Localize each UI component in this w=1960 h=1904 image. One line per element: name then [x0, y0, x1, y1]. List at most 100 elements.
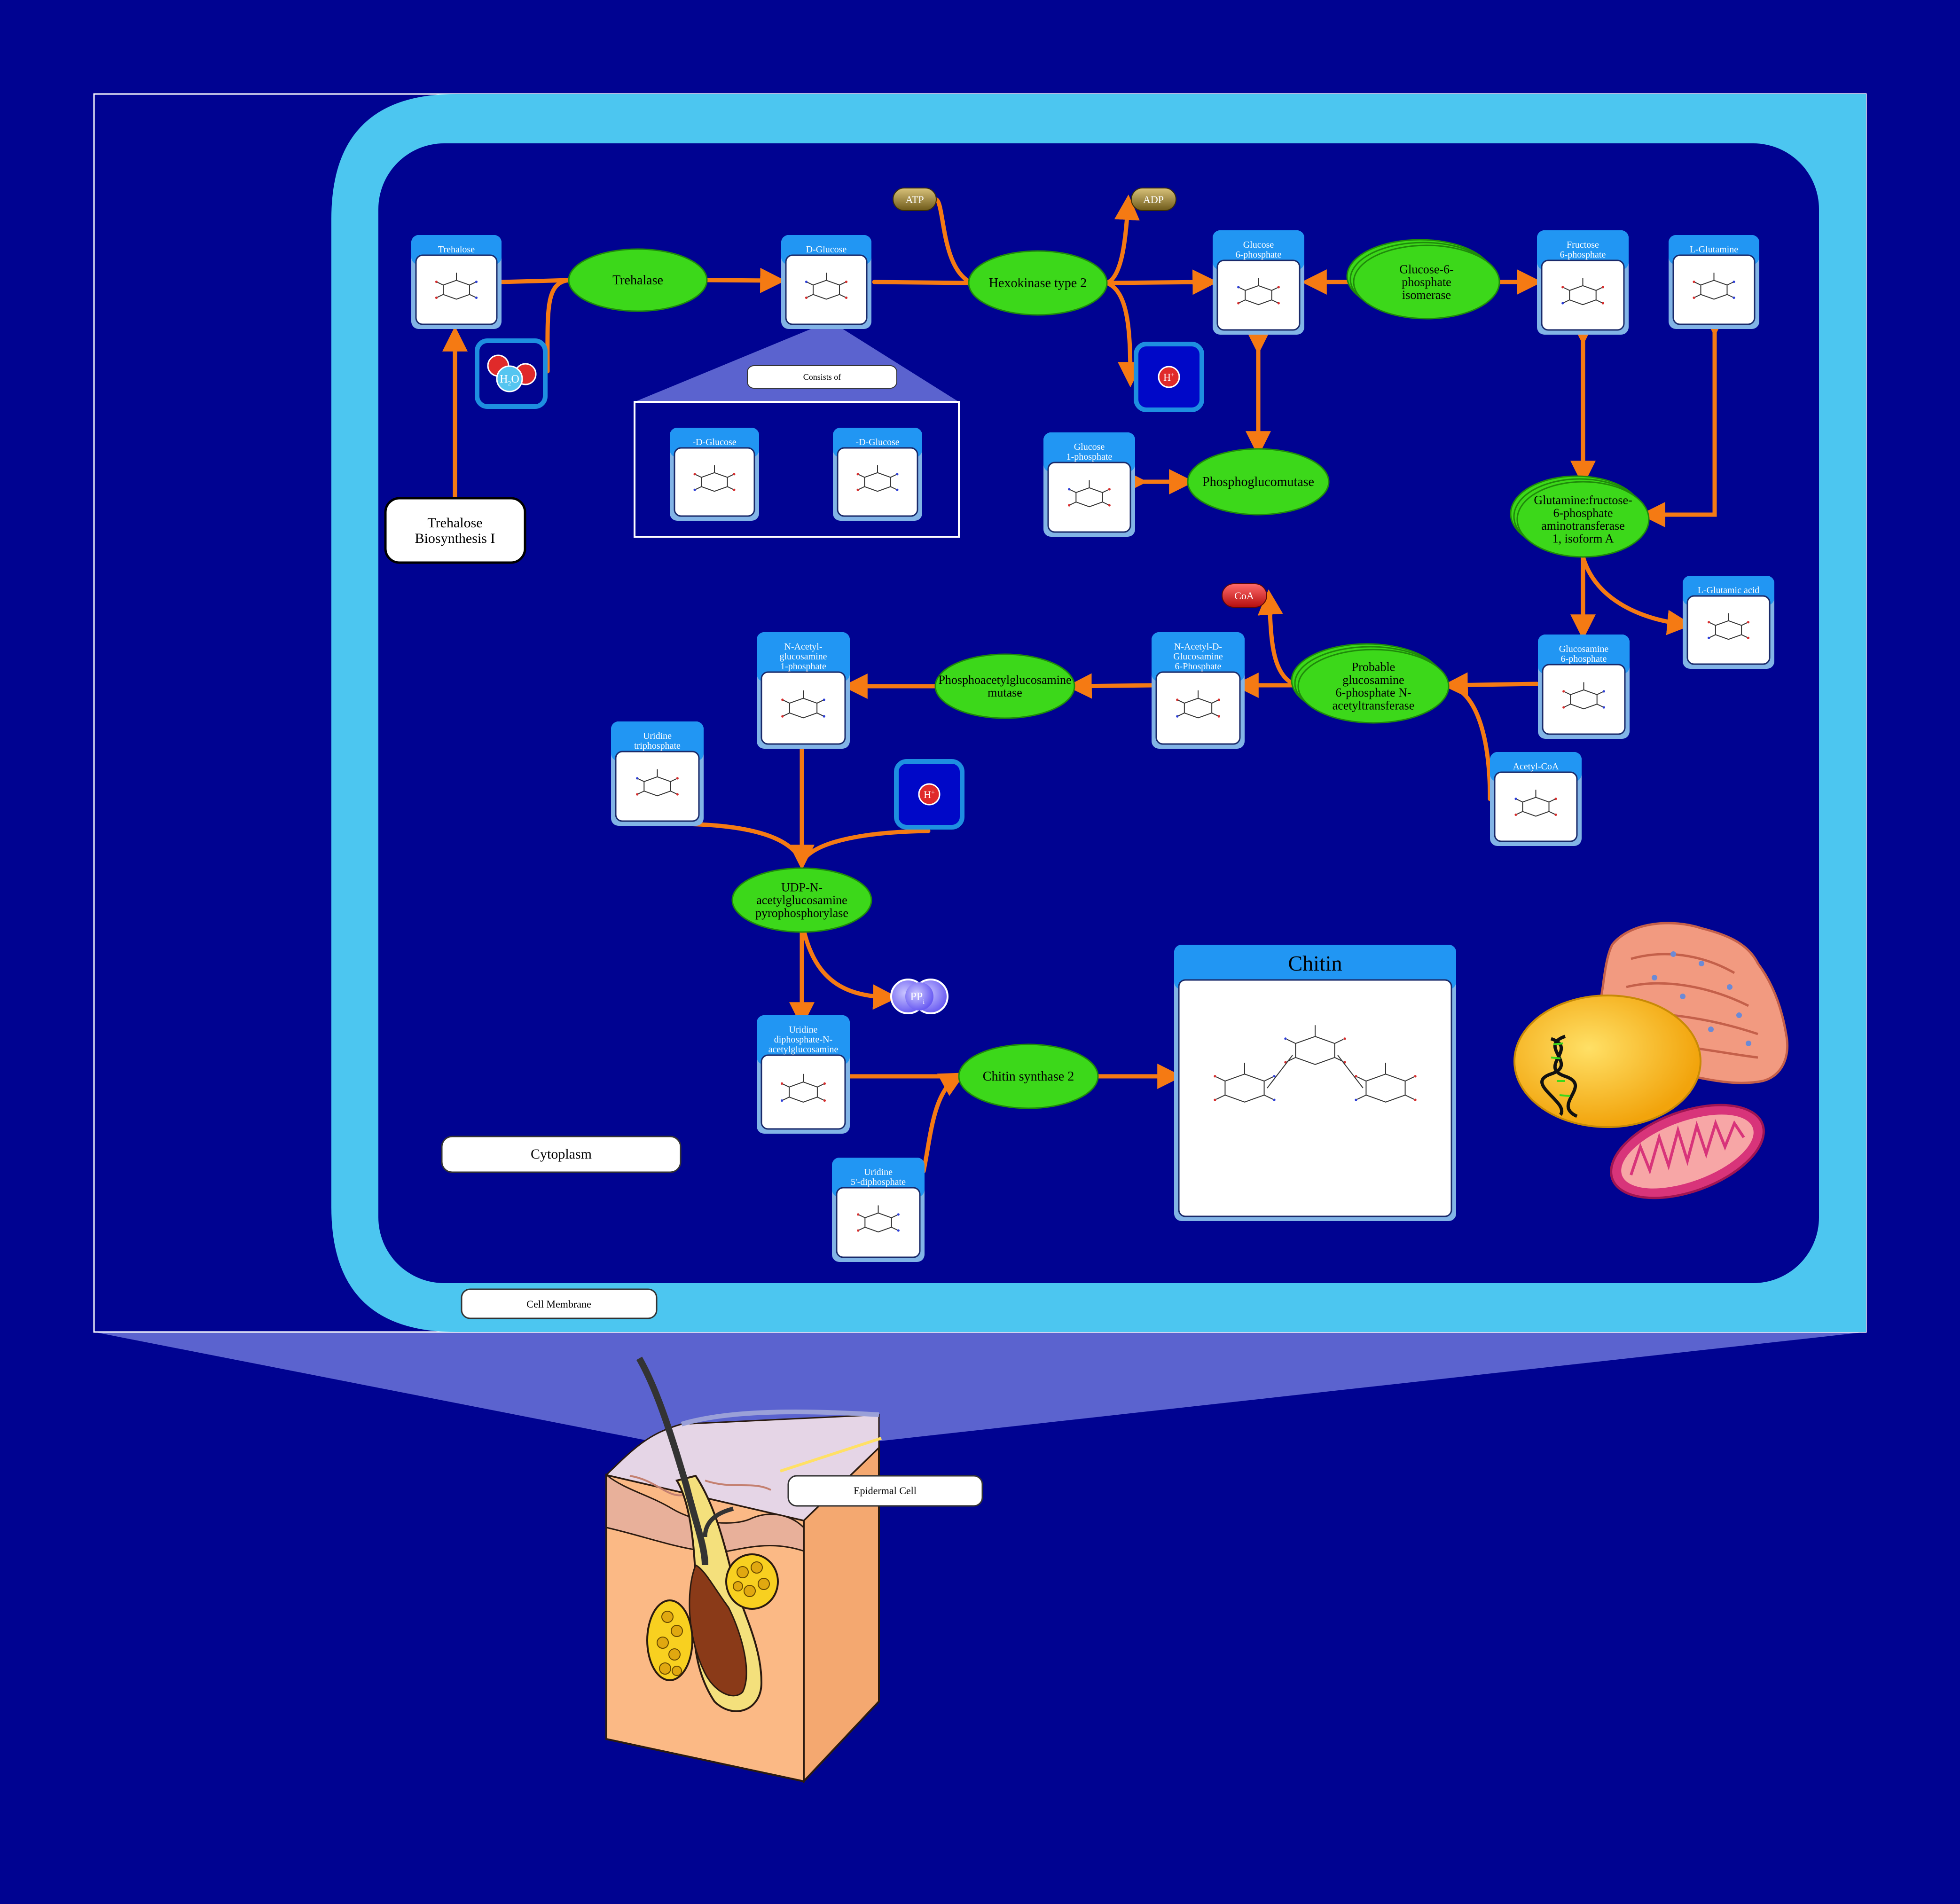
arrow-hplus-uap [800, 829, 931, 865]
arrow-atp-hexokinase [933, 197, 971, 283]
trehalose-biosynthesis-line-1: Trehalose [427, 515, 482, 531]
h-plus-box-2[interactable]: H+ [894, 759, 964, 830]
adp-pill[interactable]: ADP [1131, 188, 1176, 211]
structure-panel [760, 1054, 846, 1130]
compound-l-glutamic-acid[interactable]: L-Glutamic acid [1683, 576, 1774, 669]
enzyme-chitin-synthase[interactable]: Chitin synthase 2 [958, 1043, 1099, 1109]
compound-d-glucose[interactable]: D-Glucose [781, 235, 871, 329]
structure-panel [760, 671, 846, 745]
compound-name: acetylglucosamine [768, 1044, 839, 1055]
molecule-structure-icon [1707, 613, 1750, 640]
compound-alpha-d-glucose[interactable]: -D-Glucose [670, 428, 759, 521]
compound-name: Uridine [789, 1025, 817, 1035]
compound-name: Glucose [1243, 240, 1274, 250]
h-plus-label-2: H+ [924, 789, 935, 800]
compound-name: Glucosamine [1559, 644, 1609, 654]
molecule-structure-icon [1693, 273, 1735, 300]
compound-chitin[interactable]: Chitin [1174, 945, 1456, 1221]
arrow-hexokinase-g6p [1105, 269, 1218, 295]
compound-l-glutamine[interactable]: L-Glutamine [1669, 235, 1759, 329]
compound-name: Fructose [1567, 240, 1599, 250]
enzyme-gfat[interactable]: Glutamine:fructose-6-phosphateaminotrans… [1510, 475, 1650, 558]
enzyme-phosphoglucomutase[interactable]: Phosphoglucomutase [1187, 448, 1330, 516]
compound-name: Chitin [1288, 951, 1342, 975]
structure-panel [1155, 671, 1241, 745]
enzyme-shape [731, 867, 872, 933]
arrow-gfat-glutamic [1581, 555, 1693, 635]
molecule-structure-icon [1214, 1025, 1417, 1103]
trehalose-biosynthesis-link[interactable]: Trehalose Biosynthesis I [384, 497, 526, 564]
compound-name: Acetyl-CoA [1513, 761, 1559, 772]
molecule-structure-icon [636, 769, 679, 797]
cytoplasm-label: Cytoplasm [441, 1136, 682, 1173]
proton-icon [1158, 366, 1180, 388]
molecule-structure-icon [805, 273, 848, 300]
enzyme-name: 6-phosphate N- [1335, 686, 1411, 699]
enzyme-name: aminotransferase [1541, 519, 1625, 533]
molecule-structure-icon [1562, 682, 1605, 710]
compound-header [757, 1015, 850, 1065]
compound-name: 6-phosphate [1236, 250, 1282, 260]
molecule-structure-icon [1068, 480, 1111, 508]
atp-label: ATP [905, 194, 924, 205]
compound-name: -D-Glucose [855, 437, 899, 447]
structure-panel [1216, 259, 1301, 331]
enzyme-name: pyrophosphorylase [755, 906, 848, 920]
molecule-structure-icon [1561, 278, 1604, 306]
skin-cross-section-icon [604, 1356, 882, 1784]
compound-name: triphosphate [634, 741, 681, 751]
enzyme-name: Phosphoglucomutase [1202, 475, 1314, 489]
h2o-box[interactable]: H2O [475, 338, 548, 409]
molecule-structure-icon [1514, 790, 1557, 817]
structure-panel [1178, 979, 1452, 1217]
arrow-trehalase-glucose [705, 267, 786, 293]
enzyme-name: Phosphoacetylglucosamine [938, 673, 1071, 687]
dna-helix-icon [1540, 1034, 1578, 1118]
compound-name: Glucose [1074, 442, 1105, 452]
enzymes: Trehalase Hexokinase type 2 Glucose-6-phos… [568, 239, 1650, 1109]
atp-pill[interactable]: ATP [893, 188, 937, 211]
enzyme-hexokinase[interactable]: Hexokinase type 2 [968, 250, 1108, 316]
enzyme-shape [934, 653, 1075, 719]
compound-beta-d-glucose[interactable]: -D-Glucose [833, 428, 922, 521]
arrow-trehalose-trehalase [498, 278, 571, 284]
arrow-glutamine-gfat [1639, 311, 1727, 527]
enzyme-name: Glutamine:fructose- [1534, 494, 1632, 507]
enzyme-name: 1, isoform A [1552, 532, 1614, 546]
enzyme-name: UDP-N- [781, 880, 823, 894]
h-plus-box-1[interactable]: H+ [1134, 342, 1204, 412]
compound-name: D-Glucose [806, 244, 847, 255]
zoom-cone [94, 1332, 1866, 1450]
pp-icon[interactable]: PPi [890, 979, 949, 1014]
molecule-structure-icon [435, 273, 478, 300]
compound-name: 1-phosphate [780, 661, 826, 672]
arrow-glucose-hexokinase [872, 280, 971, 285]
coa-pill[interactable]: CoA [1222, 583, 1267, 608]
mitochondrion-icon [1610, 1104, 1765, 1199]
arrow-acetylcoa-gna [1448, 683, 1492, 801]
molecule-structure-icon [781, 690, 825, 719]
enzyme-name: glucosamine [1342, 673, 1404, 687]
sebaceous-gland-icon [646, 1553, 779, 1681]
enzyme-trehalase[interactable]: Trehalase [568, 248, 708, 312]
compound-name: N-Acetyl-D- [1174, 642, 1222, 652]
molecule-structure-icon [1176, 690, 1220, 719]
enzyme-shape [1297, 649, 1450, 724]
structure-panel [1542, 664, 1626, 735]
compound-trehalose[interactable]: Trehalose [411, 235, 502, 329]
compound-acetyl-coa[interactable]: Acetyl-CoA [1490, 752, 1582, 846]
